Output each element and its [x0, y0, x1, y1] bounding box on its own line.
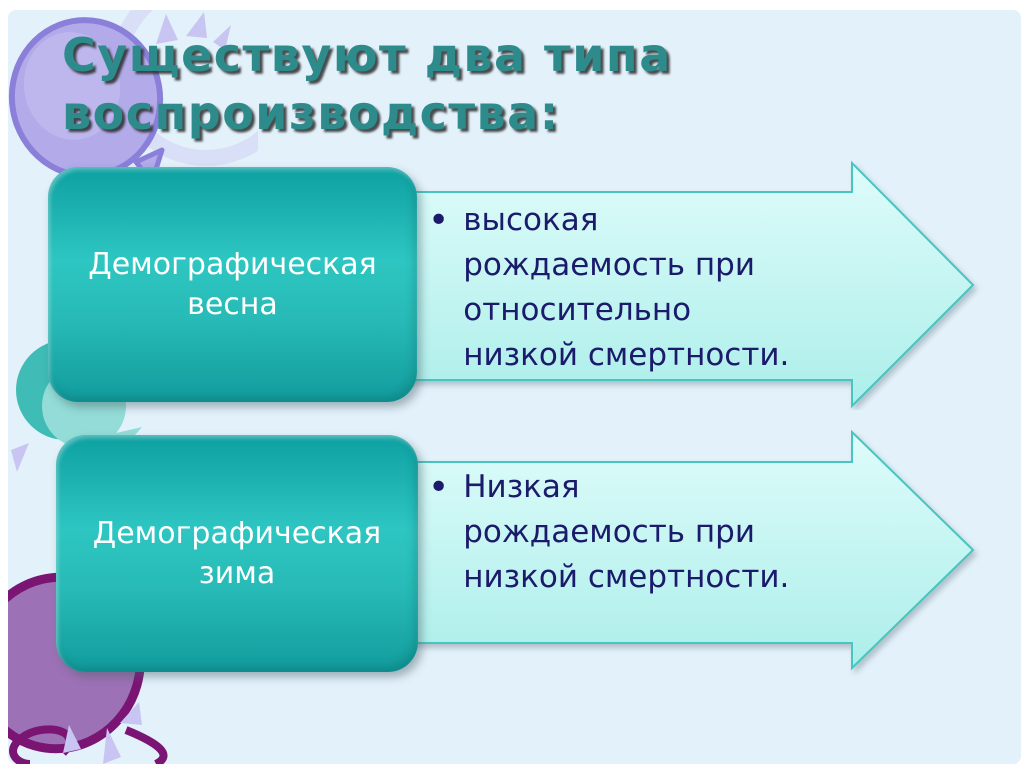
balloon-string-curl: [9, 725, 74, 764]
box-demographic-winter: Демографическая зима: [56, 435, 418, 672]
arrow-text-winter: • Низкая рождаемость при низкой смертнос…: [428, 465, 858, 600]
balloon-string: [124, 726, 168, 764]
arrow-winter: [407, 430, 975, 671]
box-label-line-1: Демографическая: [92, 515, 382, 551]
arrow-text-line: Низкая: [463, 469, 580, 505]
box-demographic-spring: Демографическая весна: [48, 167, 417, 402]
box-label-line-2: весна: [187, 286, 278, 322]
box-label: Демографическая весна: [88, 245, 376, 325]
bullet-icon: •: [428, 200, 450, 241]
title-line-2: воспроизводства:: [62, 86, 560, 140]
arrow-text-line: низкой смертности.: [463, 337, 790, 373]
arrow-text-spring: • высокая рождаемость при относительно н…: [428, 198, 858, 378]
title-line-1: Существуют два типа: [62, 28, 672, 82]
arrow-text-lines: Низкая рождаемость при низкой смертности…: [463, 465, 789, 600]
ray-icon: [11, 443, 29, 472]
arrow-spring: [407, 160, 975, 409]
arrow-text-line: рождаемость при: [463, 247, 755, 283]
slide-background: Существуют два типа воспроизводства:: [8, 10, 1021, 764]
bullet-icon: •: [428, 467, 450, 508]
box-label-line-1: Демографическая: [88, 246, 377, 282]
arrow-text-line: рождаемость при: [463, 514, 755, 550]
ray-icon: [103, 728, 121, 764]
ray-icon: [120, 702, 142, 725]
arrow-text-line: низкой смертности.: [463, 559, 790, 595]
page-title: Существуют два типа воспроизводства:: [62, 26, 672, 142]
ray-icon: [63, 725, 81, 753]
arrow-text-line: высокая: [463, 202, 599, 238]
right-arrow-shape: [407, 430, 975, 671]
arrow-text-lines: высокая рождаемость при относительно низ…: [463, 198, 789, 378]
arrow-text-line: относительно: [463, 292, 692, 328]
box-label: Демографическая зима: [93, 514, 381, 594]
box-label-line-2: зима: [198, 555, 276, 591]
right-arrow-shape: [407, 160, 975, 409]
